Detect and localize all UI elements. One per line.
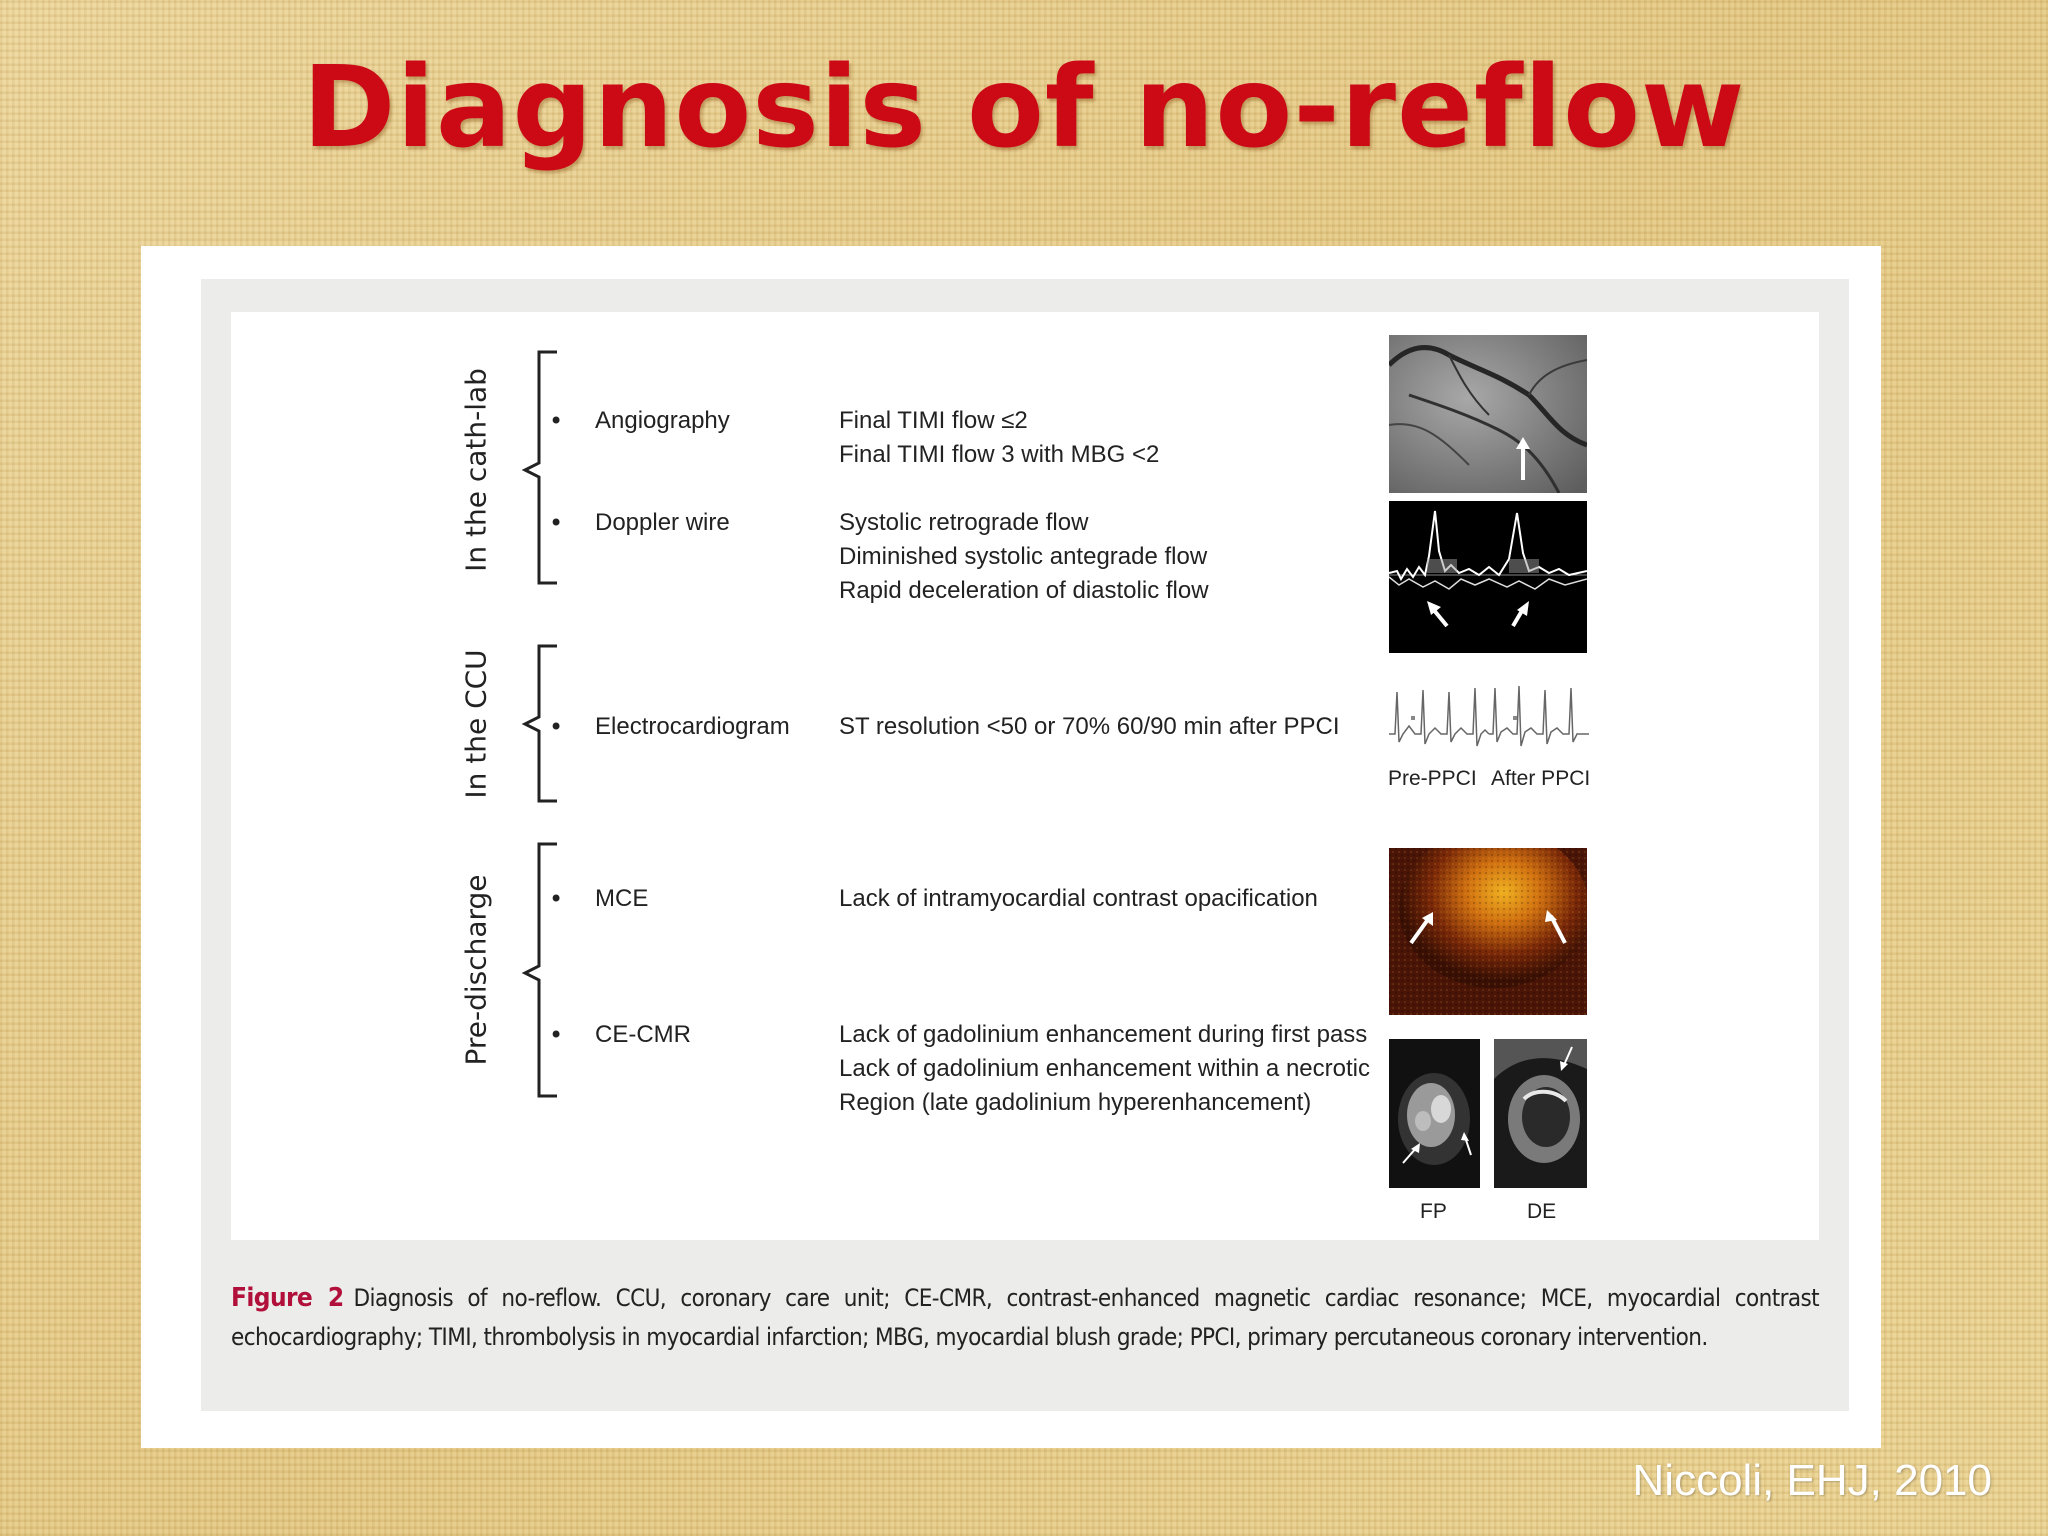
method-electrocardiogram: Electrocardiogram <box>595 713 790 740</box>
bullet: • <box>549 407 564 435</box>
figure-frame: In the cath-lab In the CCU Pre-discharge… <box>201 279 1849 1411</box>
method-doppler-wire: Doppler wire <box>595 509 730 536</box>
bullet: • <box>549 509 564 537</box>
criterion-text: Lack of gadolinium enhancement during fi… <box>839 1021 1368 1048</box>
slide-title: Diagnosis of no-reflow <box>302 43 1746 173</box>
criterion-text: ST resolution <50 or 70% 60/90 min after… <box>839 713 1340 740</box>
group-braces <box>521 350 557 1098</box>
ecg-image <box>1389 682 1589 762</box>
criterion-text: Lack of intramyocardial contrast opacifi… <box>839 885 1318 912</box>
ecg-pre-label: Pre-PPCI <box>1388 767 1477 790</box>
mce-image <box>1389 848 1587 1015</box>
ecg-after-label: After PPCI <box>1491 767 1591 790</box>
criterion-text: Lack of gadolinium enhancement within a … <box>839 1055 1370 1082</box>
brace-cath-lab <box>521 350 557 585</box>
criterion-text: Rapid deceleration of diastolic flow <box>839 577 1209 604</box>
bullet: • <box>549 885 564 913</box>
method-angiography: Angiography <box>595 407 730 434</box>
criterion-text: Systolic retrograde flow <box>839 509 1089 536</box>
caption-text: Diagnosis of no-reflow. CCU, coronary ca… <box>231 1284 1820 1351</box>
figure-card: In the cath-lab In the CCU Pre-discharge… <box>141 246 1881 1448</box>
citation: Niccoli, EHJ, 2010 <box>1632 1456 1992 1505</box>
group-label-pre-discharge: Pre-discharge <box>459 874 493 1066</box>
method-mce: MCE <box>595 885 649 912</box>
criterion-text: Diminished systolic antegrade flow <box>839 543 1208 570</box>
bullet: • <box>549 713 564 741</box>
cmr-de-label: DE <box>1527 1200 1557 1223</box>
brace-ccu <box>521 644 557 803</box>
bullet: • <box>549 1021 564 1049</box>
figure-panel: In the cath-lab In the CCU Pre-discharge… <box>231 312 1819 1240</box>
cmr-de-image <box>1494 1039 1587 1188</box>
angiography-image <box>1389 335 1587 493</box>
criterion-text: Final TIMI flow ≤2 <box>839 407 1028 434</box>
criterion-text: Region (late gadolinium hyperenhancement… <box>839 1089 1312 1116</box>
cmr-fp-image <box>1389 1039 1480 1188</box>
caption-label: Figure 2 <box>231 1283 344 1313</box>
group-label-ccu: In the CCU <box>459 649 493 799</box>
group-label-cath-lab: In the cath-lab <box>459 368 493 572</box>
brace-pre-discharge <box>521 842 557 1098</box>
cmr-fp-label: FP <box>1420 1200 1447 1223</box>
method-ce-cmr: CE-CMR <box>595 1021 691 1048</box>
doppler-image <box>1389 501 1587 653</box>
criterion-text: Final TIMI flow 3 with MBG <2 <box>839 441 1160 468</box>
